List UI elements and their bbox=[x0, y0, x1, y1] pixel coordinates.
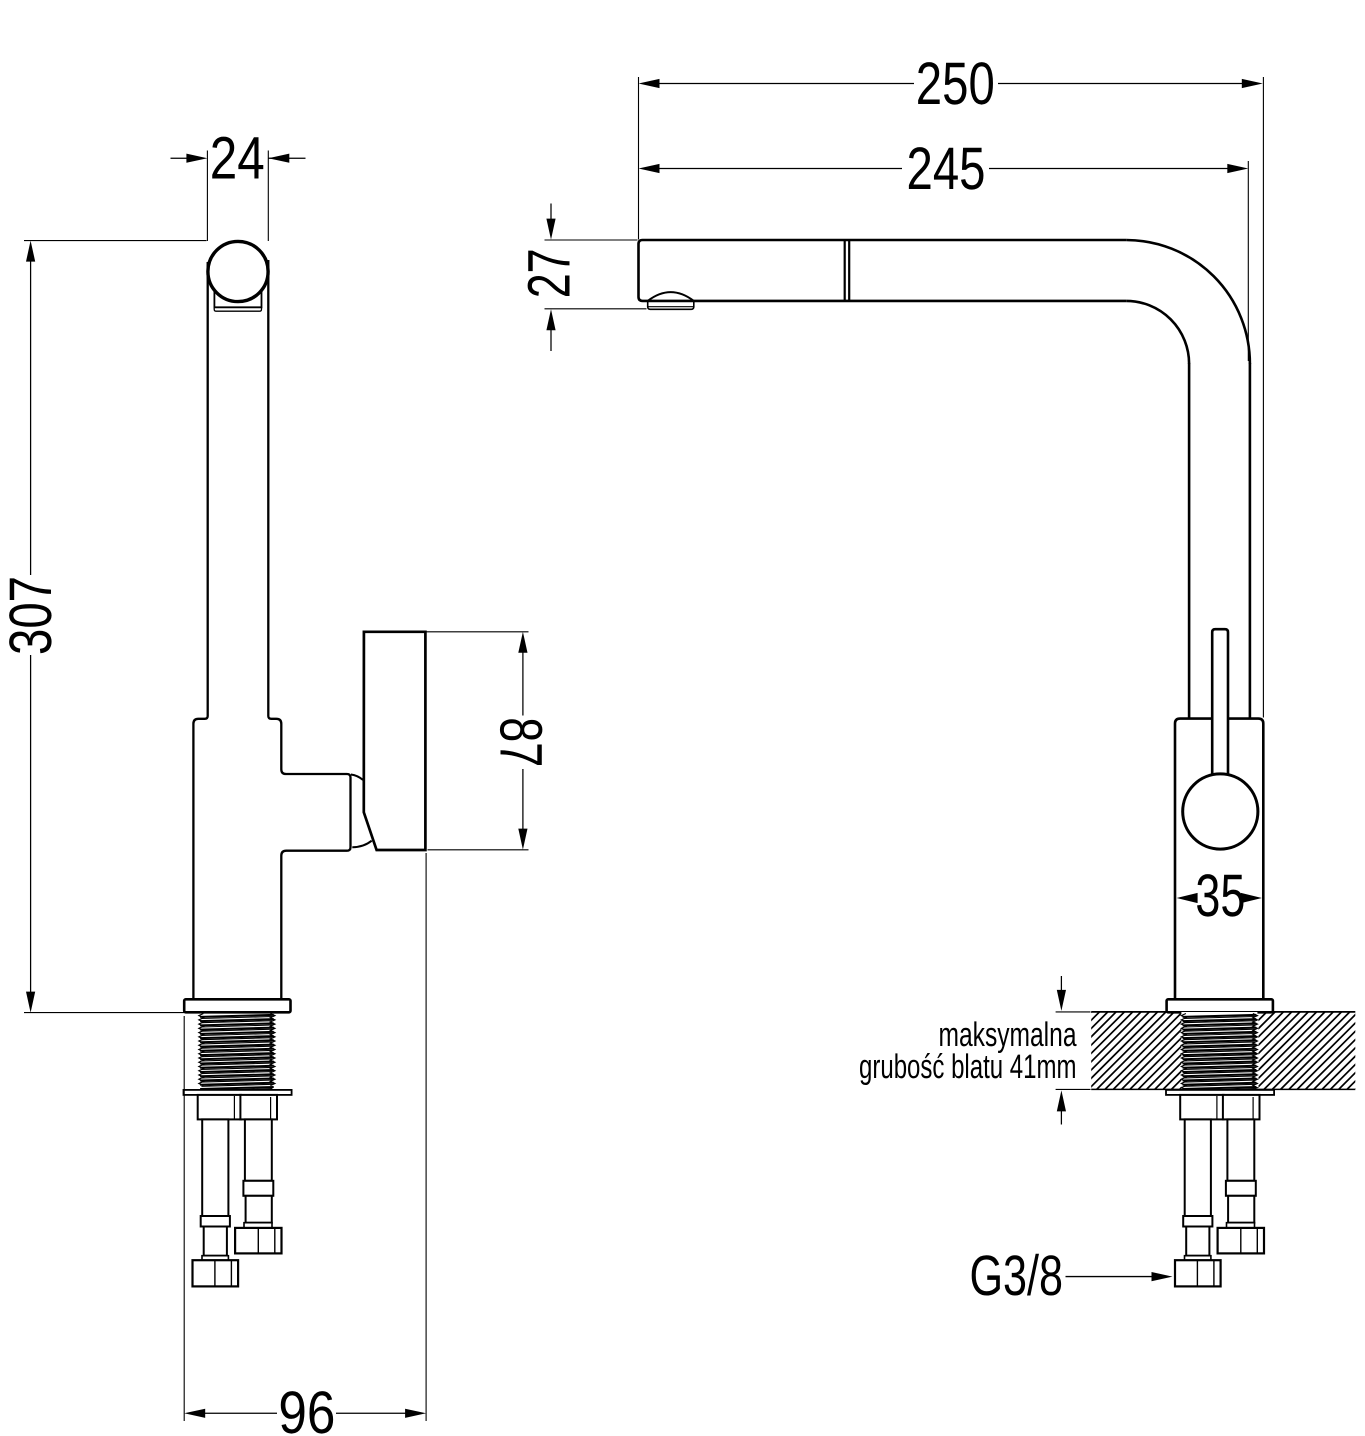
svg-text:96: 96 bbox=[278, 1379, 335, 1436]
svg-text:G3/8: G3/8 bbox=[970, 1244, 1064, 1308]
svg-text:307: 307 bbox=[0, 576, 64, 655]
svg-text:27: 27 bbox=[516, 248, 583, 298]
svg-text:maksymalna: maksymalna bbox=[939, 1016, 1077, 1054]
svg-text:245: 245 bbox=[907, 135, 986, 202]
svg-text:87: 87 bbox=[488, 717, 555, 767]
svg-text:grubość blatu 41mm: grubość blatu 41mm bbox=[859, 1048, 1077, 1086]
svg-text:24: 24 bbox=[210, 125, 265, 192]
svg-text:35: 35 bbox=[1195, 862, 1245, 929]
svg-text:250: 250 bbox=[916, 50, 995, 117]
